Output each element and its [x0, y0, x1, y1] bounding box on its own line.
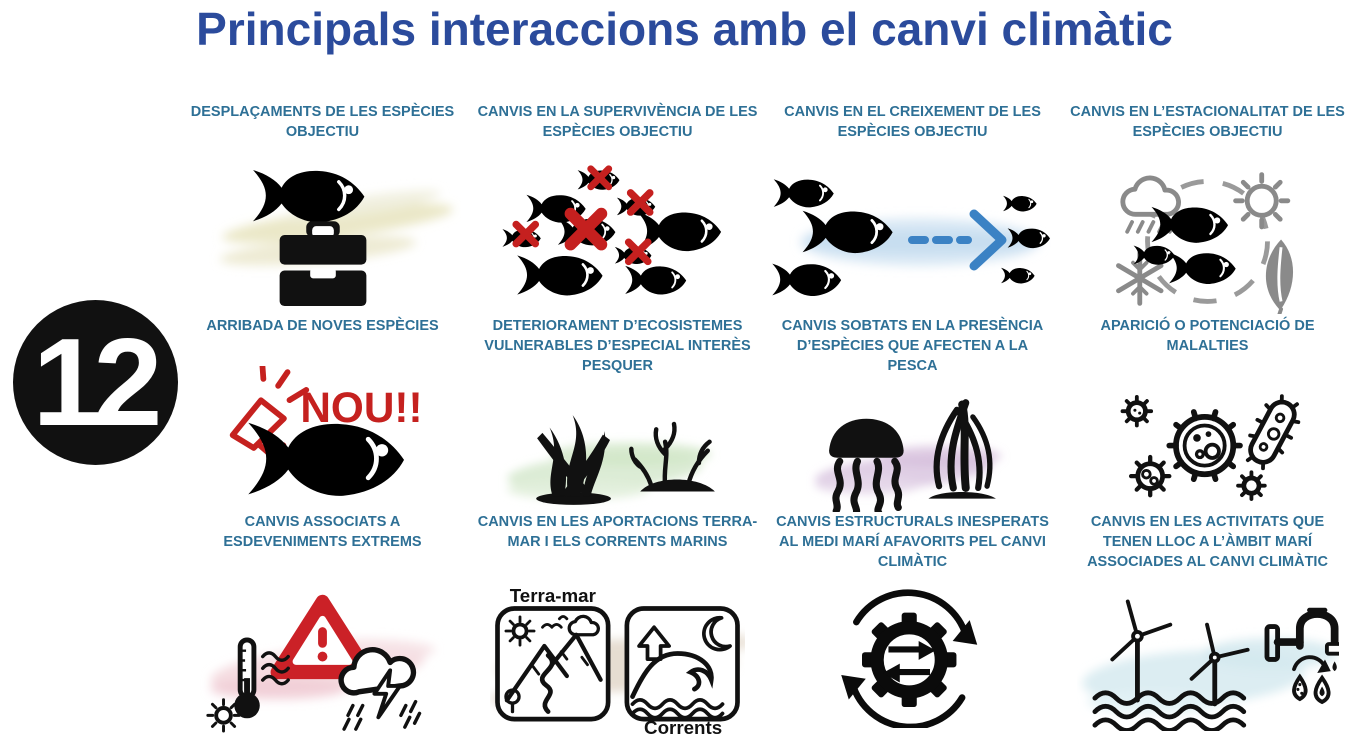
water-lines	[630, 698, 725, 720]
currents-frame	[624, 606, 740, 722]
nou-text: NOU!!	[300, 384, 422, 431]
leaf-icon	[1265, 239, 1293, 314]
pathogens-icon	[1120, 394, 1301, 501]
thermometer-icon	[206, 637, 290, 733]
cell-label: CANVIS ESTRUCTURALS INESPERATS AL MEDI M…	[776, 514, 1049, 570]
virus-large	[1166, 409, 1243, 483]
grid-cell: CANVIS EN EL CREIXEMENT DE LES ESPÈCIES …	[765, 102, 1060, 316]
count-badge-number: 12	[32, 313, 163, 452]
grid-cell: CANVIS EN LES ACTIVITATS QUE TENEN LLOC …	[1060, 512, 1355, 736]
warning-thermometer-storm-icon	[206, 594, 436, 733]
terra-mar-currents-icon: Terra-mar	[490, 586, 745, 736]
cell-label: CANVIS EN LES APORTACIONS TERRA-MAR I EL…	[477, 514, 758, 550]
land-sea-frame	[495, 606, 611, 722]
grid-cell: DESPLAÇAMENTS DE LES ESPÈCIES OBJECTIU	[175, 102, 470, 316]
microbe-small-3	[1236, 470, 1267, 501]
birds	[541, 615, 569, 629]
jellyfish-algae-icon	[814, 399, 1002, 512]
page-title: Principals interaccions amb el canvi cli…	[196, 3, 1173, 55]
microbe-small-2	[1128, 454, 1172, 498]
grid-cell: CANVIS SOBTATS EN LA PRESÈNCIA D’ESPÈCIE…	[765, 316, 1060, 512]
seaweed-coral-icon	[506, 415, 715, 505]
fish-seasonality-icon	[1115, 172, 1293, 314]
sea-waves	[1091, 690, 1246, 731]
interactions-grid: DESPLAÇAMENTS DE LES ESPÈCIES OBJECTIU	[175, 102, 1355, 736]
cell-label: CANVIS EN LES ACTIVITATS QUE TENEN LLOC …	[1087, 514, 1328, 570]
wind-turbines-faucet-icon	[1081, 599, 1339, 731]
cell-label: CANVIS SOBTATS EN LA PRESÈNCIA D’ESPÈCIE…	[781, 318, 1044, 374]
storm-cloud-icon	[338, 647, 422, 731]
grid-cell: CANVIS EN L’ESTACIONALITAT DE LES ESPÈCI…	[1060, 102, 1355, 316]
mountains-river	[504, 632, 603, 714]
fish-on-suitcase-icon	[219, 168, 453, 307]
bacterium	[1245, 394, 1301, 471]
suitcase	[279, 221, 366, 307]
algae	[928, 399, 996, 499]
grid-cell: CANVIS ESTRUCTURALS INESPERATS AL MEDI M…	[765, 512, 1060, 736]
rain-cloud-icon	[1119, 175, 1181, 234]
dashed-arrow	[908, 209, 1007, 271]
cloud	[567, 614, 600, 637]
heat-waves	[261, 651, 290, 686]
fish	[248, 423, 404, 496]
dashed-cycle-ring	[1144, 179, 1270, 304]
cell-label: CANVIS EN LA SUPERVIVÈNCIA DE LES ESPÈCI…	[477, 104, 758, 140]
gear	[861, 612, 956, 708]
gear-exchange-cycle-icon	[840, 589, 977, 728]
wave	[630, 651, 714, 699]
fish-school-mortality-icon	[501, 164, 723, 297]
sun-icon	[1232, 172, 1290, 230]
grid-cell: ARRIBADA DE NOVES ESPÈCIES NOU!!	[175, 316, 470, 512]
microbe-small-1	[1120, 394, 1154, 428]
cell-label: ARRIBADA DE NOVES ESPÈCIES	[206, 318, 439, 334]
grid-cell: APARICIÓ O POTENCIACIÓ DE MALALTIES	[1060, 316, 1355, 512]
cell-label: DESPLAÇAMENTS DE LES ESPÈCIES OBJECTIU	[190, 104, 455, 140]
cell-label: CANVIS EN L’ESTACIONALITAT DE LES ESPÈCI…	[1070, 104, 1345, 140]
megaphone-new-fish-icon: NOU!!	[229, 366, 422, 503]
corrents-label: Corrents	[644, 717, 722, 736]
cell-label: DETERIORAMENT D’ECOSISTEMES VULNERABLES …	[484, 318, 751, 374]
fish-growth-arrow-icon	[771, 178, 1051, 298]
grid-cell: CANVIS EN LA SUPERVIVÈNCIA DE LES ESPÈCI…	[470, 102, 765, 316]
tree	[504, 688, 521, 714]
cell-label: CANVIS ASSOCIATS A ESDEVENIMENTS EXTREMS	[223, 514, 422, 550]
exchange-arrows	[882, 640, 936, 683]
cell-label: APARICIÓ O POTENCIACIÓ DE MALALTIES	[1100, 318, 1315, 354]
water-drops	[1291, 655, 1331, 705]
jellyfish	[829, 418, 904, 512]
seaweed	[535, 415, 611, 505]
grid-cell: CANVIS EN LES APORTACIONS TERRA-MAR I EL…	[470, 512, 765, 736]
cell-label: CANVIS EN EL CREIXEMENT DE LES ESPÈCIES …	[784, 104, 1041, 140]
faucet-icon	[1264, 607, 1339, 672]
wind-turbines	[1109, 599, 1250, 707]
crescent-moon	[702, 615, 732, 652]
cycle-arrows	[840, 589, 977, 728]
grid-cell: CANVIS ASSOCIATS A ESDEVENIMENTS EXTREMS	[175, 512, 470, 736]
coral	[628, 421, 715, 492]
terra-mar-label: Terra-mar	[510, 586, 597, 606]
warning-triangle-icon	[270, 594, 375, 680]
count-badge: 12	[13, 300, 178, 465]
grid-cell: DETERIORAMENT D’ECOSISTEMES VULNERABLES …	[470, 316, 765, 512]
